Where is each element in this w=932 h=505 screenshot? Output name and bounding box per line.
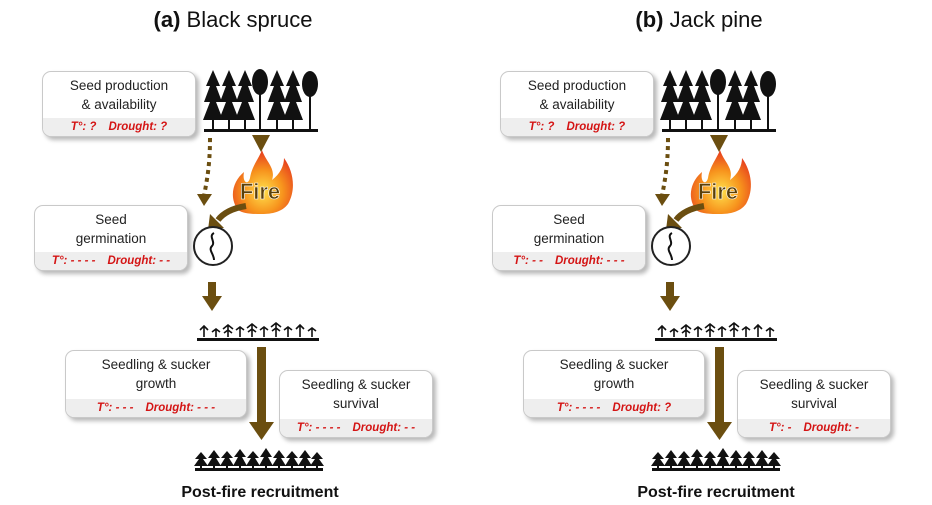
box-label-line1: Seed production [527, 78, 627, 93]
box-label-line2: & availability [81, 97, 157, 112]
temperature-sensitivity: T°: - - - - [51, 255, 96, 267]
germinating-seed-icon [651, 226, 691, 266]
seedlings-icon [197, 321, 319, 341]
box-label-line2: & availability [539, 97, 615, 112]
fire-label: Fire [240, 179, 280, 204]
box-label-line1: Seed [553, 212, 585, 227]
sensitivity-row: T°: - - Drought: - - - [493, 252, 645, 270]
panel-title: (b) Jack pine [466, 7, 932, 33]
drought-sensitivity: Drought: - [803, 422, 860, 434]
growth-box: Seedling & sucker growth T°: - - - - Drou… [523, 350, 705, 418]
temperature-sensitivity: T°: ? [528, 121, 555, 133]
curved-arrow-fire-to-seed [666, 203, 705, 230]
sensitivity-row: T°: - - - Drought: - - - [66, 399, 246, 417]
saplings-icon [194, 448, 324, 471]
panel-title: (a) Black spruce [0, 7, 466, 33]
survival-box: Seedling & sucker survival T°: - Drought:… [737, 370, 891, 438]
sensitivity-row: T°: ? Drought: ? [43, 118, 195, 136]
sensitivity-row: T°: - - - - Drought: - - [280, 419, 432, 437]
box-label-line1: Seedling & sucker [101, 357, 211, 372]
saplings-icon [651, 448, 781, 471]
temperature-sensitivity: T°: - - - - [556, 402, 601, 414]
sensitivity-row: T°: - - - - Drought: - - [35, 252, 187, 270]
fire-icon [232, 150, 293, 214]
panel-jack-pine: (b) Jack pine [466, 0, 932, 505]
temperature-sensitivity: T°: - - - [96, 402, 134, 414]
box-label-line2: growth [593, 376, 635, 391]
down-arrow-to-recruitment [249, 347, 274, 440]
temperature-sensitivity: T°: ? [70, 121, 97, 133]
survival-box: Seedling & sucker survival T°: - - - - Dr… [279, 370, 433, 438]
box-label-line1: Seed [95, 212, 127, 227]
drought-sensitivity: Drought: - - - [554, 255, 625, 267]
down-arrow-to-seedlings [202, 282, 222, 311]
box-label-line1: Seedling & sucker [559, 357, 669, 372]
dotted-arrow [197, 137, 212, 206]
box-label-line2: survival [333, 396, 379, 411]
flow-diagram-art: Fire [651, 69, 781, 471]
drought-sensitivity: Drought: - - - [145, 402, 216, 414]
curved-arrow-fire-to-seed [208, 203, 247, 230]
species-name: Black spruce [186, 7, 313, 32]
sensitivity-row: T°: ? Drought: ? [501, 118, 653, 136]
sensitivity-row: T°: - Drought: - [738, 419, 890, 437]
seed-production-box: Seed production & availability T°: ? Drou… [500, 71, 654, 137]
fire-label: Fire [698, 179, 738, 204]
germinating-seed-icon [193, 226, 233, 266]
tree-silhouettes-icon [203, 69, 318, 132]
box-label-line2: germination [75, 231, 147, 246]
box-label-line1: Seedling & sucker [759, 377, 869, 392]
box-label-line2: germination [533, 231, 605, 246]
box-label-line1: Seedling & sucker [301, 377, 411, 392]
seedlings-icon [655, 321, 777, 341]
dotted-arrow [655, 137, 670, 206]
panel-tag: (b) [635, 7, 664, 32]
down-arrow-to-fire [710, 135, 728, 152]
germination-box: Seed germination T°: - - Drought: - - - [492, 205, 646, 271]
drought-sensitivity: Drought: - - [107, 255, 171, 267]
seed-production-box: Seed production & availability T°: ? Drou… [42, 71, 196, 137]
box-label-line1: Seed production [69, 78, 169, 93]
post-fire-recruitment-label: Post-fire recruitment [181, 484, 339, 501]
down-arrow-to-seedlings [660, 282, 680, 311]
temperature-sensitivity: T°: - - [513, 255, 543, 267]
sensitivity-row: T°: - - - - Drought: ? [524, 399, 704, 417]
drought-sensitivity: Drought: ? [108, 121, 168, 133]
panel-black-spruce: (a) Black spruce [0, 7, 466, 501]
tree-silhouettes-icon [660, 69, 776, 132]
drought-sensitivity: Drought: ? [566, 121, 626, 133]
fire-icon [690, 150, 751, 214]
drought-sensitivity: Drought: ? [612, 402, 672, 414]
species-name: Jack pine [669, 7, 763, 32]
germination-box: Seed germination T°: - - - - Drought: - - [34, 205, 188, 271]
temperature-sensitivity: T°: - - - - [296, 422, 341, 434]
flow-diagram-art: Fire [193, 69, 324, 471]
panel-tag: (a) [153, 7, 181, 32]
down-arrow-to-fire [252, 135, 270, 152]
post-fire-recruitment-label: Post-fire recruitment [637, 484, 795, 501]
down-arrow-to-recruitment [707, 347, 732, 440]
drought-sensitivity: Drought: - - [352, 422, 416, 434]
growth-box: Seedling & sucker growth T°: - - - Drough… [65, 350, 247, 418]
temperature-sensitivity: T°: - [768, 422, 792, 434]
box-label-line2: survival [791, 396, 837, 411]
box-label-line2: growth [135, 376, 177, 391]
